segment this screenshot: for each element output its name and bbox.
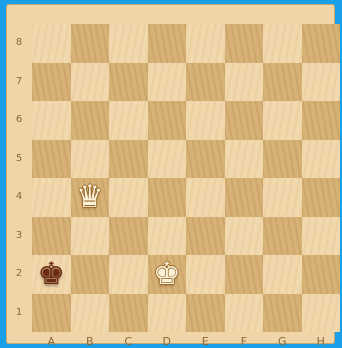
square-f2[interactable] (225, 255, 264, 294)
square-b5[interactable] (71, 140, 110, 179)
square-g5[interactable] (263, 140, 302, 179)
square-c4[interactable] (109, 178, 148, 217)
square-g4[interactable] (263, 178, 302, 217)
file-label-b: B (71, 335, 110, 348)
square-b8[interactable] (71, 24, 110, 63)
square-e8[interactable] (186, 24, 225, 63)
square-a6[interactable] (32, 101, 71, 140)
square-b4[interactable]: ♛ (71, 178, 110, 217)
square-c7[interactable] (109, 63, 148, 102)
square-b3[interactable] (71, 217, 110, 256)
square-e2[interactable] (186, 255, 225, 294)
white-king-icon[interactable]: ♚ (148, 255, 187, 294)
file-label-e: E (186, 335, 225, 348)
square-d2[interactable]: ♚ (148, 255, 187, 294)
square-h2[interactable] (302, 255, 341, 294)
rank-label-6: 6 (12, 114, 26, 125)
square-a5[interactable] (32, 140, 71, 179)
square-c3[interactable] (109, 217, 148, 256)
square-h6[interactable] (302, 101, 341, 140)
square-a8[interactable] (32, 24, 71, 63)
square-g8[interactable] (263, 24, 302, 63)
square-d3[interactable] (148, 217, 187, 256)
square-e7[interactable] (186, 63, 225, 102)
rank-label-4: 4 (12, 191, 26, 202)
square-a1[interactable] (32, 294, 71, 333)
file-label-h: H (302, 335, 341, 348)
square-a2[interactable]: ♚ (32, 255, 71, 294)
square-c1[interactable] (109, 294, 148, 333)
rank-label-2: 2 (12, 268, 26, 279)
white-queen-icon[interactable]: ♛ (71, 178, 110, 217)
square-g1[interactable] (263, 294, 302, 333)
square-c2[interactable] (109, 255, 148, 294)
square-e3[interactable] (186, 217, 225, 256)
square-e6[interactable] (186, 101, 225, 140)
rank-label-5: 5 (12, 153, 26, 164)
square-f7[interactable] (225, 63, 264, 102)
square-e1[interactable] (186, 294, 225, 333)
square-d5[interactable] (148, 140, 187, 179)
file-label-c: C (109, 335, 148, 348)
square-h7[interactable] (302, 63, 341, 102)
square-d1[interactable] (148, 294, 187, 333)
square-c6[interactable] (109, 101, 148, 140)
square-b7[interactable] (71, 63, 110, 102)
rank-label-8: 8 (12, 37, 26, 48)
square-a3[interactable] (32, 217, 71, 256)
square-a7[interactable] (32, 63, 71, 102)
square-a4[interactable] (32, 178, 71, 217)
square-h8[interactable] (302, 24, 341, 63)
square-d4[interactable] (148, 178, 187, 217)
square-c8[interactable] (109, 24, 148, 63)
square-b1[interactable] (71, 294, 110, 333)
square-g2[interactable] (263, 255, 302, 294)
square-h1[interactable] (302, 294, 341, 333)
square-e5[interactable] (186, 140, 225, 179)
square-f1[interactable] (225, 294, 264, 333)
square-g6[interactable] (263, 101, 302, 140)
square-f3[interactable] (225, 217, 264, 256)
rank-label-7: 7 (12, 76, 26, 87)
square-f8[interactable] (225, 24, 264, 63)
file-label-g: G (263, 335, 302, 348)
square-h5[interactable] (302, 140, 341, 179)
square-b2[interactable] (71, 255, 110, 294)
square-f4[interactable] (225, 178, 264, 217)
square-d8[interactable] (148, 24, 187, 63)
square-b6[interactable] (71, 101, 110, 140)
square-e4[interactable] (186, 178, 225, 217)
file-label-d: D (148, 335, 187, 348)
square-f6[interactable] (225, 101, 264, 140)
chess-board[interactable]: ♛♚♚ (32, 24, 340, 332)
rank-label-1: 1 (12, 307, 26, 318)
square-h3[interactable] (302, 217, 341, 256)
square-g7[interactable] (263, 63, 302, 102)
file-label-a: A (32, 335, 71, 348)
square-d6[interactable] (148, 101, 187, 140)
rank-label-3: 3 (12, 230, 26, 241)
file-label-f: F (225, 335, 264, 348)
square-c5[interactable] (109, 140, 148, 179)
square-d7[interactable] (148, 63, 187, 102)
square-h4[interactable] (302, 178, 341, 217)
square-g3[interactable] (263, 217, 302, 256)
black-king-icon[interactable]: ♚ (32, 255, 71, 294)
square-f5[interactable] (225, 140, 264, 179)
